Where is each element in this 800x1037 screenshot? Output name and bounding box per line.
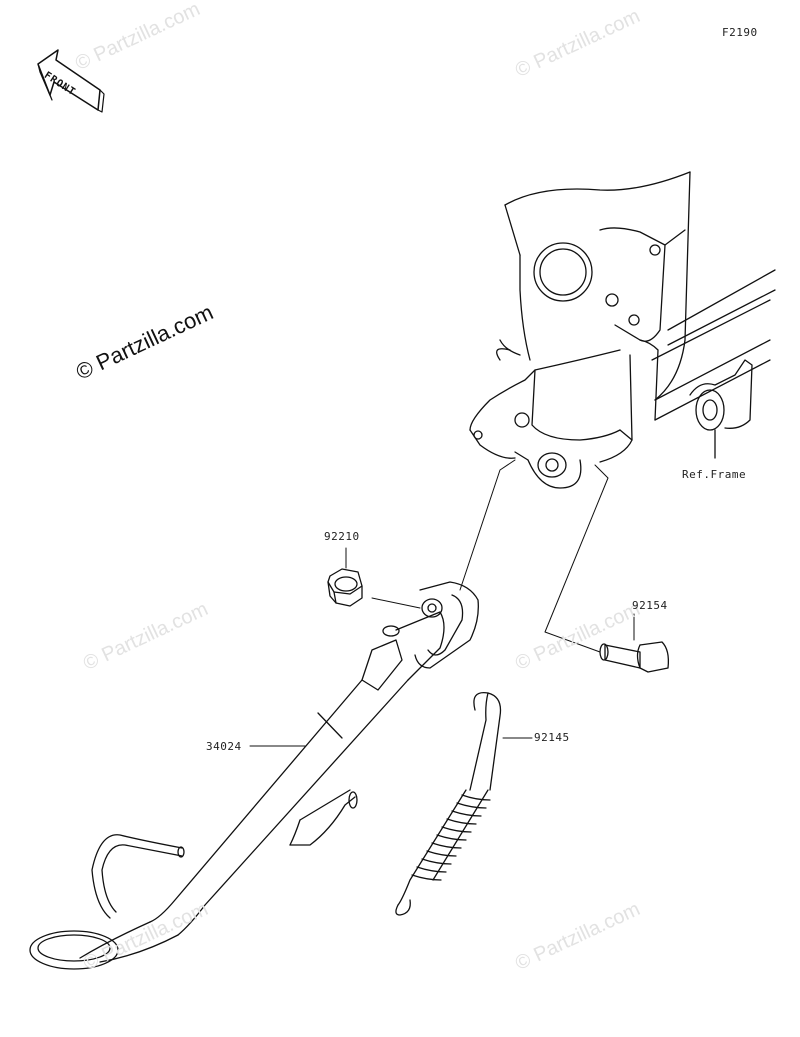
part-label-92210: 92210 <box>324 530 360 543</box>
frame-reference <box>469 171 776 489</box>
figure-code: F2190 <box>722 26 758 39</box>
side-stand-34024 <box>29 581 479 970</box>
part-label-92145: 92145 <box>534 731 570 744</box>
spring-92145 <box>395 691 502 916</box>
part-label-92154: 92154 <box>632 599 668 612</box>
leader-lines <box>249 459 635 747</box>
part-label-34024: 34024 <box>206 740 242 753</box>
bolt-92154 <box>599 641 670 673</box>
nut-92210 <box>327 568 363 607</box>
front-arrow-icon <box>37 49 105 113</box>
ref-frame-label: Ref.Frame <box>682 468 747 481</box>
